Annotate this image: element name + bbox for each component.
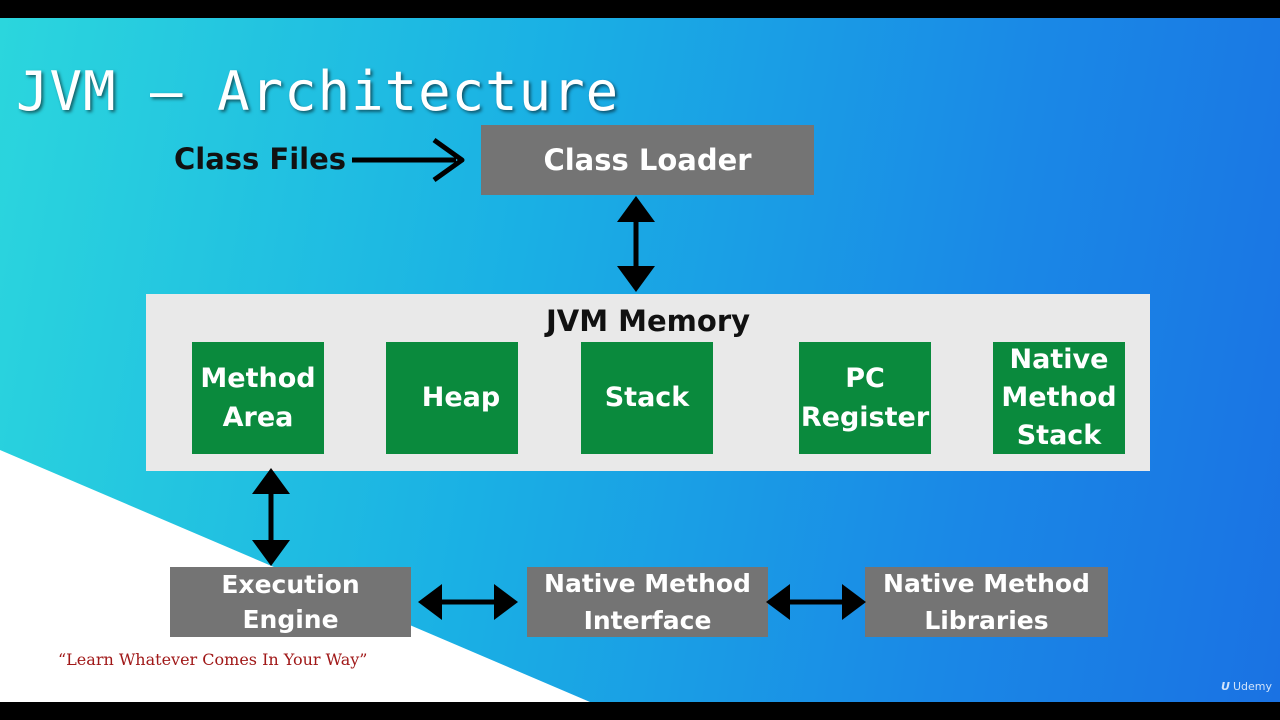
native-interface-line2: Interface [583,606,712,635]
udemy-name: Udemy [1232,680,1272,693]
native-method-libraries-box: Native Method Libraries [865,567,1108,637]
native-method-stack-box: Native Method Stack [993,342,1125,454]
native-libraries-line2: Libraries [924,606,1049,635]
native-stack-line3: Stack [1016,420,1102,452]
native-interface-line1: Native Method [544,568,751,598]
method-area-line1: Method [200,362,316,394]
udemy-logo-icon: U [1221,680,1230,693]
native-libraries-line1: Native Method [883,568,1090,598]
method-area-box: Method Area [192,342,324,454]
heap-label: Heap [421,382,501,414]
stack-label: Stack [604,382,690,414]
pc-register-line2: Register [800,402,930,433]
class-files-label: Class Files [174,142,347,176]
pc-register-box: PC Register [799,342,931,454]
native-method-interface-box: Native Method Interface [527,567,768,637]
method-area-line2: Area [222,402,294,433]
slide-title: JVM – Architecture [16,60,620,123]
heap-box: Heap [386,342,518,454]
tagline-quote: “Learn Whatever Comes In Your Way” [58,650,368,669]
pc-register-line1: PC [845,362,885,394]
jvm-memory-panel: JVM Memory Method Area Heap Stack PC Reg… [146,294,1150,471]
class-loader-box: Class Loader [481,125,814,195]
stack-box: Stack [581,342,713,454]
slide: JVM – Architecture Class Files Class Loa… [0,18,1280,702]
execution-engine-box: Execution Engine [170,567,411,637]
jvm-memory-title: JVM Memory [545,304,751,338]
native-stack-line2: Method [1001,381,1117,413]
native-stack-line1: Native [1009,343,1109,375]
